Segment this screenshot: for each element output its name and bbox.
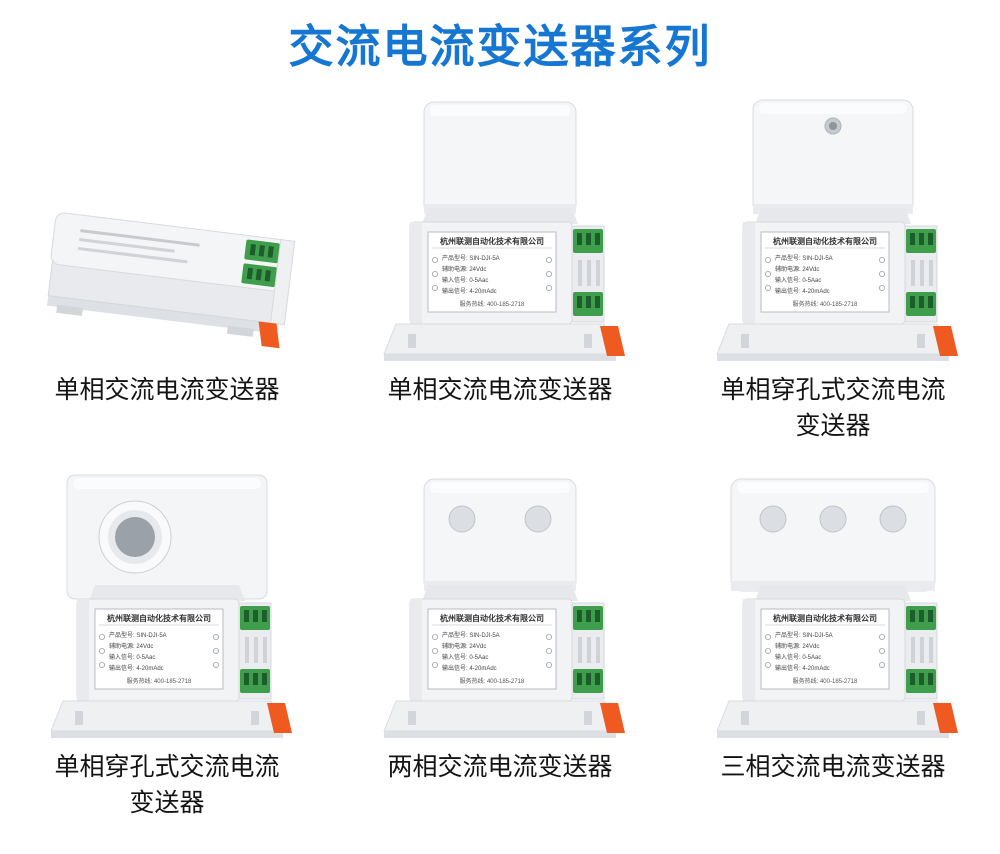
product-caption-4: 单相穿孔式交流电流变送器 bbox=[54, 752, 280, 817]
product-grid: 单相交流电流变送器 单相交流电流变送器 bbox=[0, 82, 1000, 821]
ct-box bbox=[730, 478, 936, 591]
product-card-6: 三相交流电流变送器 bbox=[667, 459, 1000, 822]
product-image-three-phase-transmitter bbox=[716, 478, 959, 738]
terminal-block-upper bbox=[244, 239, 281, 264]
product-image-large-hole-transmitter bbox=[50, 474, 293, 738]
product-caption-5: 两相交流电流变送器 bbox=[387, 752, 613, 781]
product-card-2: 单相交流电流变送器 bbox=[334, 82, 667, 445]
product-image-two-phase-transmitter bbox=[383, 478, 626, 738]
product-image-upright-transmitter bbox=[383, 101, 626, 362]
phase-holes bbox=[759, 505, 907, 532]
product-image-flat-transmitter bbox=[46, 212, 296, 349]
printed-label-lines bbox=[78, 229, 200, 264]
page-title: 交流电流变送器系列 bbox=[288, 21, 712, 72]
product-card-1: 单相交流电流变送器 bbox=[1, 82, 334, 445]
phase-hole bbox=[98, 500, 172, 573]
din-clip bbox=[258, 321, 280, 349]
product-caption-6: 三相交流电流变送器 bbox=[720, 752, 946, 781]
ct-box bbox=[66, 474, 268, 599]
flat-module bbox=[46, 212, 296, 349]
ct-box bbox=[423, 478, 577, 591]
terminal-block-lower bbox=[241, 263, 278, 287]
product-card-4: 单相穿孔式交流电流变送器 bbox=[1, 459, 334, 822]
end-cap bbox=[269, 239, 296, 326]
product-card-3: 单相穿孔式交流电流变送器 bbox=[667, 82, 1000, 445]
product-caption-1: 单相交流电流变送器 bbox=[54, 376, 280, 404]
ct-box bbox=[423, 101, 577, 215]
product-caption-3: 单相穿孔式交流电流变送器 bbox=[720, 376, 946, 441]
product-image-through-hole-transmitter bbox=[716, 99, 959, 362]
product-card-5: 两相交流电流变送器 bbox=[334, 459, 667, 822]
ct-box bbox=[752, 99, 914, 215]
phase-holes bbox=[448, 505, 552, 532]
product-caption-2: 单相交流电流变送器 bbox=[387, 376, 613, 404]
phase-hole bbox=[824, 117, 842, 135]
